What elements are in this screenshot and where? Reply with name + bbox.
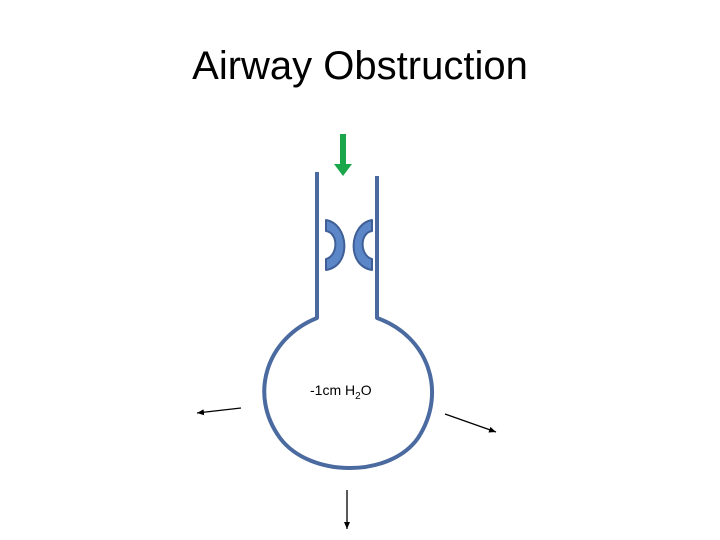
arrow-down-icon <box>334 134 352 176</box>
airway-outline-left <box>262 172 435 470</box>
pressure-label: -1cm H2O <box>310 382 372 402</box>
pressure-value: -1cm <box>310 382 342 398</box>
force-arrow-right <box>444 413 497 433</box>
slide-title: Airway Obstruction <box>192 44 528 88</box>
force-arrow-left <box>196 407 242 416</box>
obstruction-right <box>352 219 373 271</box>
pressure-unit-base: H <box>345 382 356 398</box>
pressure-unit-subscript: 2 <box>355 390 361 402</box>
pressure-unit-end: O <box>360 382 372 398</box>
obstruction-left <box>325 219 346 271</box>
